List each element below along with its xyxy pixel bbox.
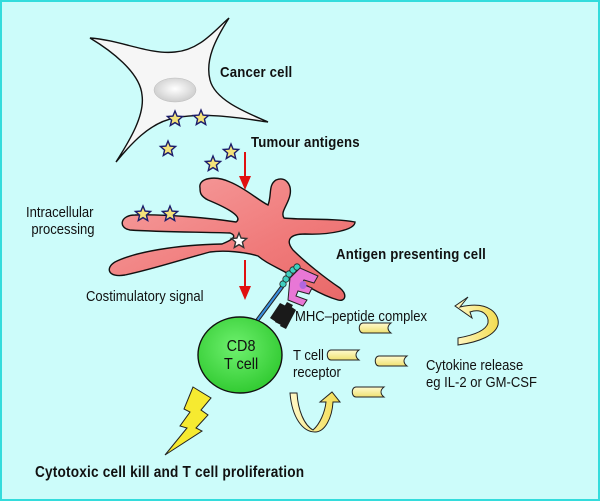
label-cytokine-line2: eg IL-2 or GM-CSF [426, 374, 537, 391]
antigen-star-icon [203, 154, 223, 172]
arrow-tumour-antigens-to-apc [239, 152, 251, 190]
label-costimulatory-signal: Costimulatory signal [86, 289, 204, 305]
label-tumour-antigens: Tumour antigens [251, 134, 360, 151]
label-cytokine-release: Cytokine release eg IL-2 or GM-CSF [426, 358, 537, 391]
antigen-star-icon [221, 142, 241, 160]
processed-antigen-star-icon [229, 231, 249, 249]
label-mhc-peptide-complex: MHC–peptide complex [295, 309, 428, 325]
antigen-star-icon [191, 108, 211, 126]
label-tcr-line1: T cell [293, 348, 324, 364]
cd8-beads [279, 263, 301, 288]
cancer-cell [89, 17, 269, 163]
cytokine-icon [326, 349, 361, 361]
curved-arrow-u-icon [289, 391, 342, 433]
antigen-star-icon [133, 204, 153, 222]
label-tcr-line2: receptor [293, 364, 341, 381]
lightning-bolt-icon [164, 386, 212, 456]
antigen-star-icon [165, 109, 185, 127]
cancer-cell-nucleus [153, 77, 197, 103]
curved-arrow-right-icon [454, 296, 499, 346]
label-antigen-presenting-cell: Antigen presenting cell [336, 246, 487, 263]
cd8-t-cell [197, 316, 283, 394]
label-intracellular-line2: processing [31, 221, 95, 238]
t-cell-receptor-complex [254, 263, 319, 329]
cytokine-icon [351, 386, 386, 398]
label-outcome: Cytotoxic cell kill and T cell prolifera… [35, 464, 305, 481]
label-cd8-t-cell: CD8 T cell [224, 338, 258, 375]
label-t-cell: T cell [224, 356, 259, 374]
arrow-costimulatory-signal [239, 260, 251, 300]
cytokine-icon [374, 355, 409, 367]
tumour-antigen-stars [133, 108, 249, 249]
cytokine-icon [358, 322, 393, 334]
label-cytokine-line1: Cytokine release [426, 358, 524, 374]
antigen-star-icon [158, 139, 178, 157]
antigen-star-icon [160, 204, 180, 222]
label-cancer-cell: Cancer cell [220, 64, 293, 81]
label-intracellular-processing: Intracellular processing [26, 205, 95, 238]
tcr-bars [270, 302, 296, 329]
label-intracellular-line1: Intracellular [26, 205, 94, 221]
label-t-cell-receptor: T cell receptor [293, 348, 341, 381]
cytokine-molecules [326, 322, 409, 398]
label-cd8: CD8 [226, 338, 256, 355]
mhc-molecule [287, 267, 319, 307]
